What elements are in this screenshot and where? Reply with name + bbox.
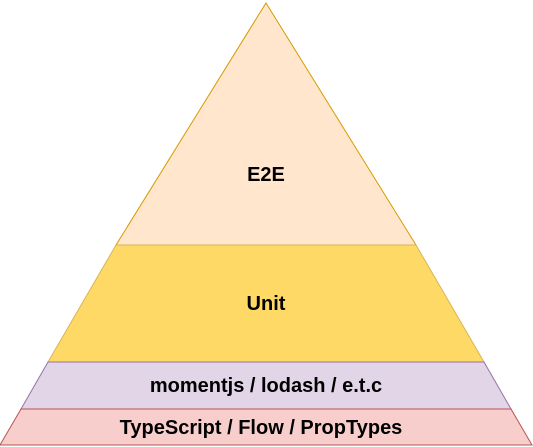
layer-unit-label: Unit (247, 293, 286, 315)
layer-types-shape (0, 408, 533, 446)
layer-types-label: TypeScript / Flow / PropTypes (120, 417, 403, 439)
layer-libraries-label: momentjs / lodash / e.t.c (150, 375, 382, 397)
layer-e2e-label: E2E (247, 164, 285, 186)
layer-e2e-shape (115, 2, 417, 246)
